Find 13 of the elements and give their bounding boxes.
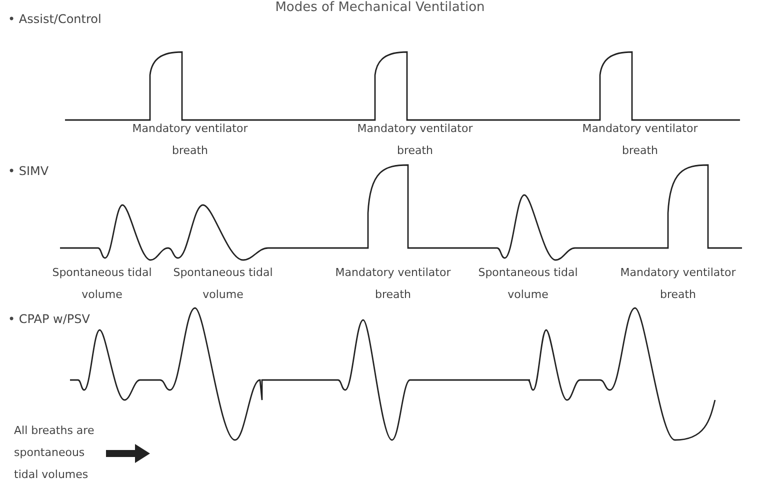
note-text: All breaths are spontaneous tidal volumes xyxy=(14,423,96,483)
mode-heading: • CPAP w/PSV xyxy=(8,311,90,328)
mode-heading: • SIMV xyxy=(8,163,49,180)
breath-label: Mandatory ventilator breath xyxy=(131,121,249,159)
breath-label: Mandatory ventilator breath xyxy=(619,265,737,303)
breath-label: Mandatory ventilator breath xyxy=(334,265,452,303)
breath-label: Spontaneous tidal volume xyxy=(478,265,578,303)
breath-label: Mandatory ventilator breath xyxy=(356,121,474,159)
breath-label: Spontaneous tidal volume xyxy=(52,265,152,303)
breath-label: Mandatory ventilator breath xyxy=(581,121,699,159)
diagram-title: Modes of Mechanical Ventilation xyxy=(274,0,486,15)
breath-label: Spontaneous tidal volume xyxy=(173,265,273,303)
mode-heading: • Assist/Control xyxy=(8,11,102,28)
